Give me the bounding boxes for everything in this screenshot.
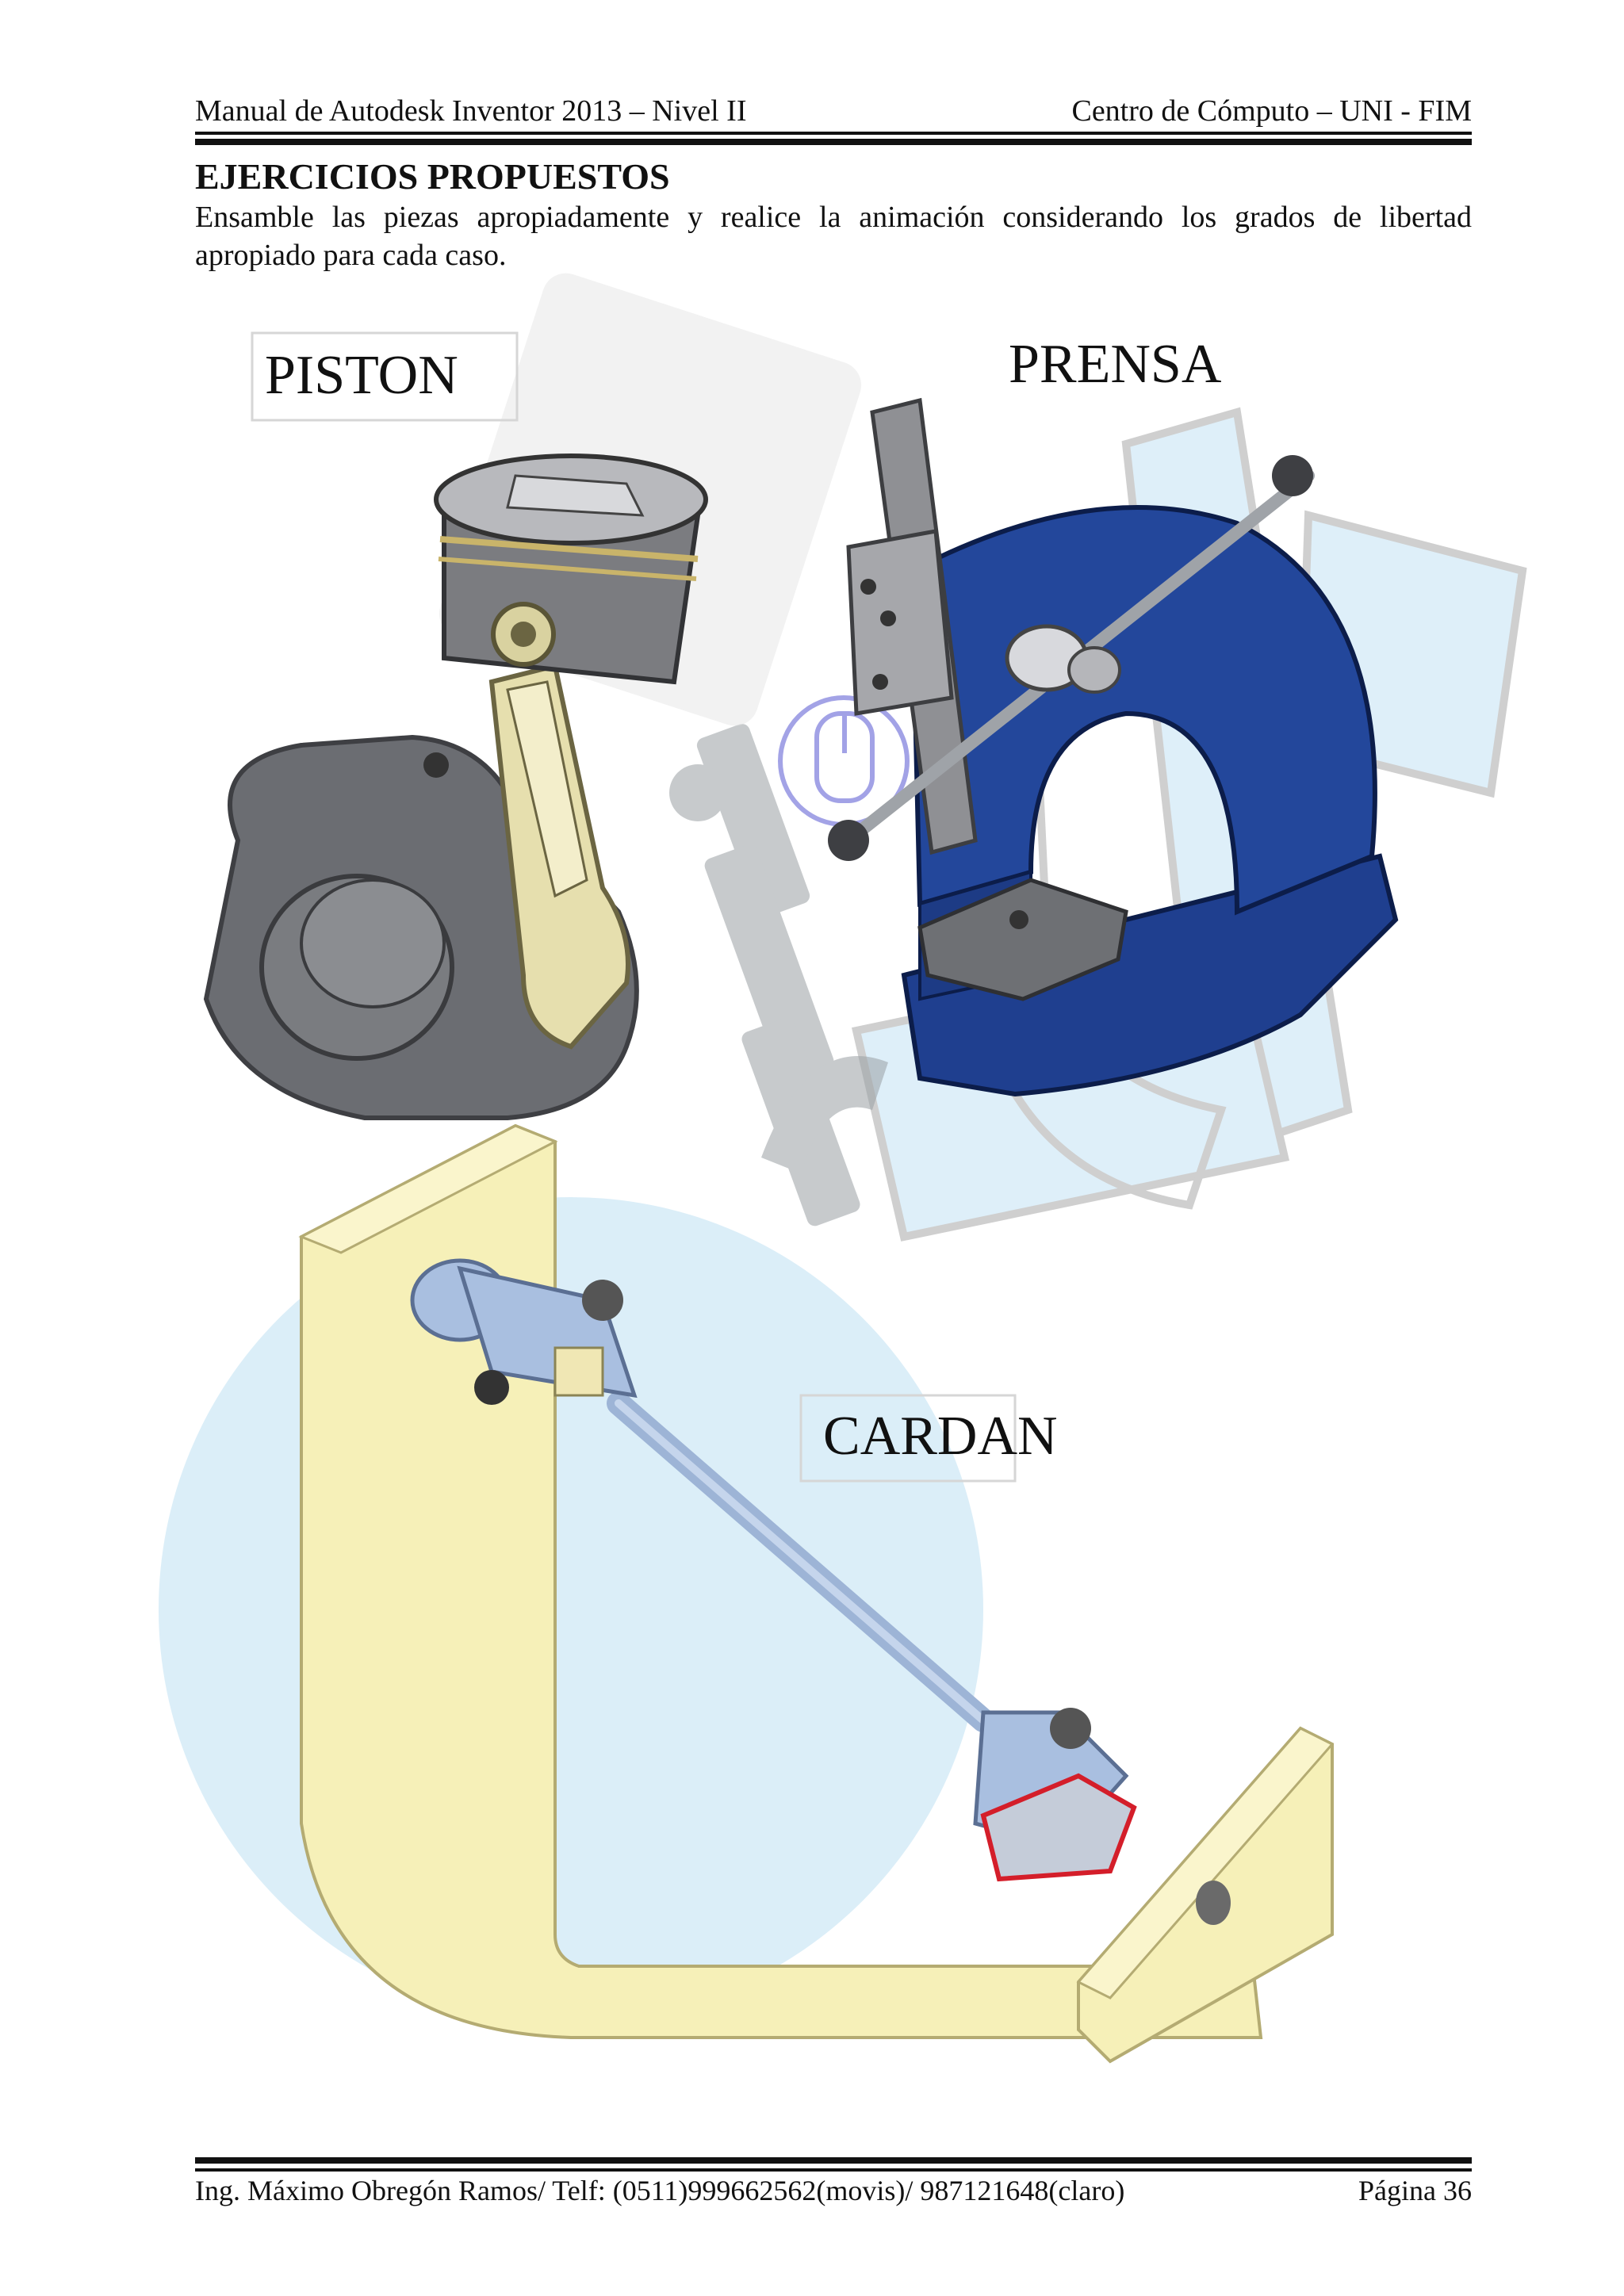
piston-illustration bbox=[203, 273, 862, 1120]
section-title: EJERCICIOS PROPUESTOS bbox=[195, 156, 670, 197]
piston-label-box bbox=[251, 331, 519, 422]
header-rule bbox=[195, 132, 1472, 135]
header-institution: Centro de Cómputo – UNI - FIM bbox=[1071, 94, 1472, 128]
cardan-label: CARDAN bbox=[823, 1406, 1058, 1467]
header-manual-title: Manual de Autodesk Inventor 2013 – Nivel… bbox=[195, 94, 747, 128]
page-header: Manual de Autodesk Inventor 2013 – Nivel… bbox=[195, 94, 1472, 128]
prensa-illustration bbox=[828, 397, 1399, 1097]
instructions-paragraph: Ensamble las piezas apropiadamente y rea… bbox=[195, 201, 1472, 272]
cardan-illustration bbox=[298, 1123, 1335, 2064]
footer-rule-thick bbox=[195, 2157, 1472, 2164]
piston-label: PISTON bbox=[265, 345, 458, 406]
watermark-inf bbox=[669, 724, 888, 1226]
header-rule-thick bbox=[195, 139, 1472, 145]
footer-rule bbox=[195, 2168, 1472, 2172]
footer-author-contact: Ing. Máximo Obregón Ramos/ Telf: (0511)9… bbox=[195, 2175, 1125, 2206]
cardan-label-box bbox=[799, 1394, 1017, 1483]
page-number: Página 36 bbox=[1358, 2175, 1472, 2206]
page-footer: Ing. Máximo Obregón Ramos/ Telf: (0511)9… bbox=[195, 2174, 1472, 2209]
prensa-label: PRENSA bbox=[1009, 334, 1222, 395]
